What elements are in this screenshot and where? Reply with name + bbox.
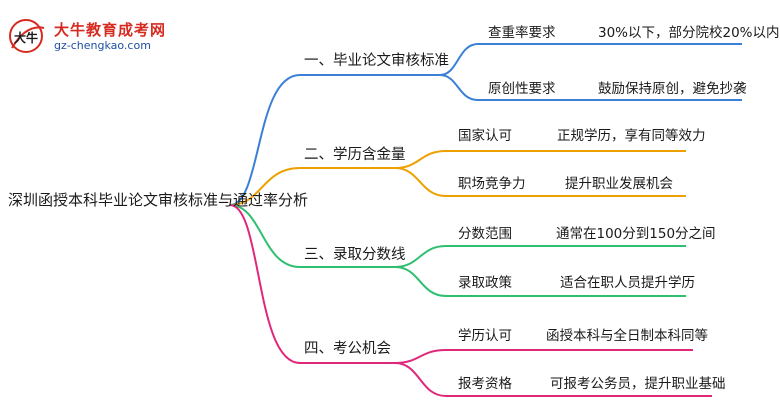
link-branch-4-leaf-2 <box>394 362 712 397</box>
link-root-branch-1 <box>229 74 440 206</box>
leaf-key-4-2: 报考资格 <box>458 376 512 392</box>
leaf-key-1-1: 查重率要求 <box>488 25 556 41</box>
leaf-value-2-1: 正规学历，享有同等效力 <box>557 128 706 144</box>
link-root-branch-2 <box>229 167 395 206</box>
leaf-key-3-2: 录取政策 <box>458 275 512 291</box>
link-branch-3-leaf-1 <box>394 245 686 268</box>
leaf-key-3-1: 分数范围 <box>458 226 512 242</box>
root-node: 深圳函授本科毕业论文审核标准与通过率分析 <box>8 191 309 209</box>
logo-mark-icon: 大牛 <box>9 19 45 53</box>
branch-node-2: 二、学历含金量 <box>304 147 406 163</box>
link-branch-1-leaf-2 <box>439 74 742 101</box>
leaf-value-3-2: 适合在职人员提升学历 <box>560 275 695 291</box>
branch-to-leaf-links <box>394 43 742 397</box>
link-root-branch-4 <box>229 204 395 364</box>
leaf-value-1-1: 30%以下，部分院校20%以内 <box>598 25 780 41</box>
link-branch-3-leaf-2 <box>394 266 686 297</box>
leaf-value-4-2: 可报考公务员，提升职业基础 <box>550 376 726 392</box>
branch-node-1: 一、毕业论文审核标准 <box>304 53 449 69</box>
leaf-key-2-1: 国家认可 <box>458 128 512 144</box>
link-branch-4-leaf-1 <box>394 349 693 364</box>
logo-mark-text: 大牛 <box>14 30 38 45</box>
leaf-value-1-2: 鼓励保持原创，避免抄袭 <box>598 81 747 97</box>
mindmap-links <box>229 43 742 397</box>
leaf-value-2-2: 提升职业发展机会 <box>565 176 673 192</box>
branch-node-3: 三、录取分数线 <box>304 247 406 263</box>
logo-title: 大牛教育成考网 <box>54 21 167 39</box>
root-to-branch-links <box>229 74 440 364</box>
link-branch-2-leaf-2 <box>394 167 686 197</box>
logo-url: gz-chengkao.com <box>54 39 151 52</box>
branch-node-4: 四、考公机会 <box>304 341 391 357</box>
leaf-value-4-1: 函授本科与全日制本科同等 <box>546 328 708 344</box>
leaf-key-4-1: 学历认可 <box>458 328 512 344</box>
link-root-branch-3 <box>229 204 395 268</box>
link-branch-1-leaf-1 <box>439 43 742 76</box>
leaf-key-1-2: 原创性要求 <box>488 81 556 97</box>
leaf-value-3-1: 通常在100分到150分之间 <box>556 226 716 242</box>
leaf-key-2-2: 职场竞争力 <box>458 176 526 192</box>
link-branch-2-leaf-1 <box>394 150 686 169</box>
